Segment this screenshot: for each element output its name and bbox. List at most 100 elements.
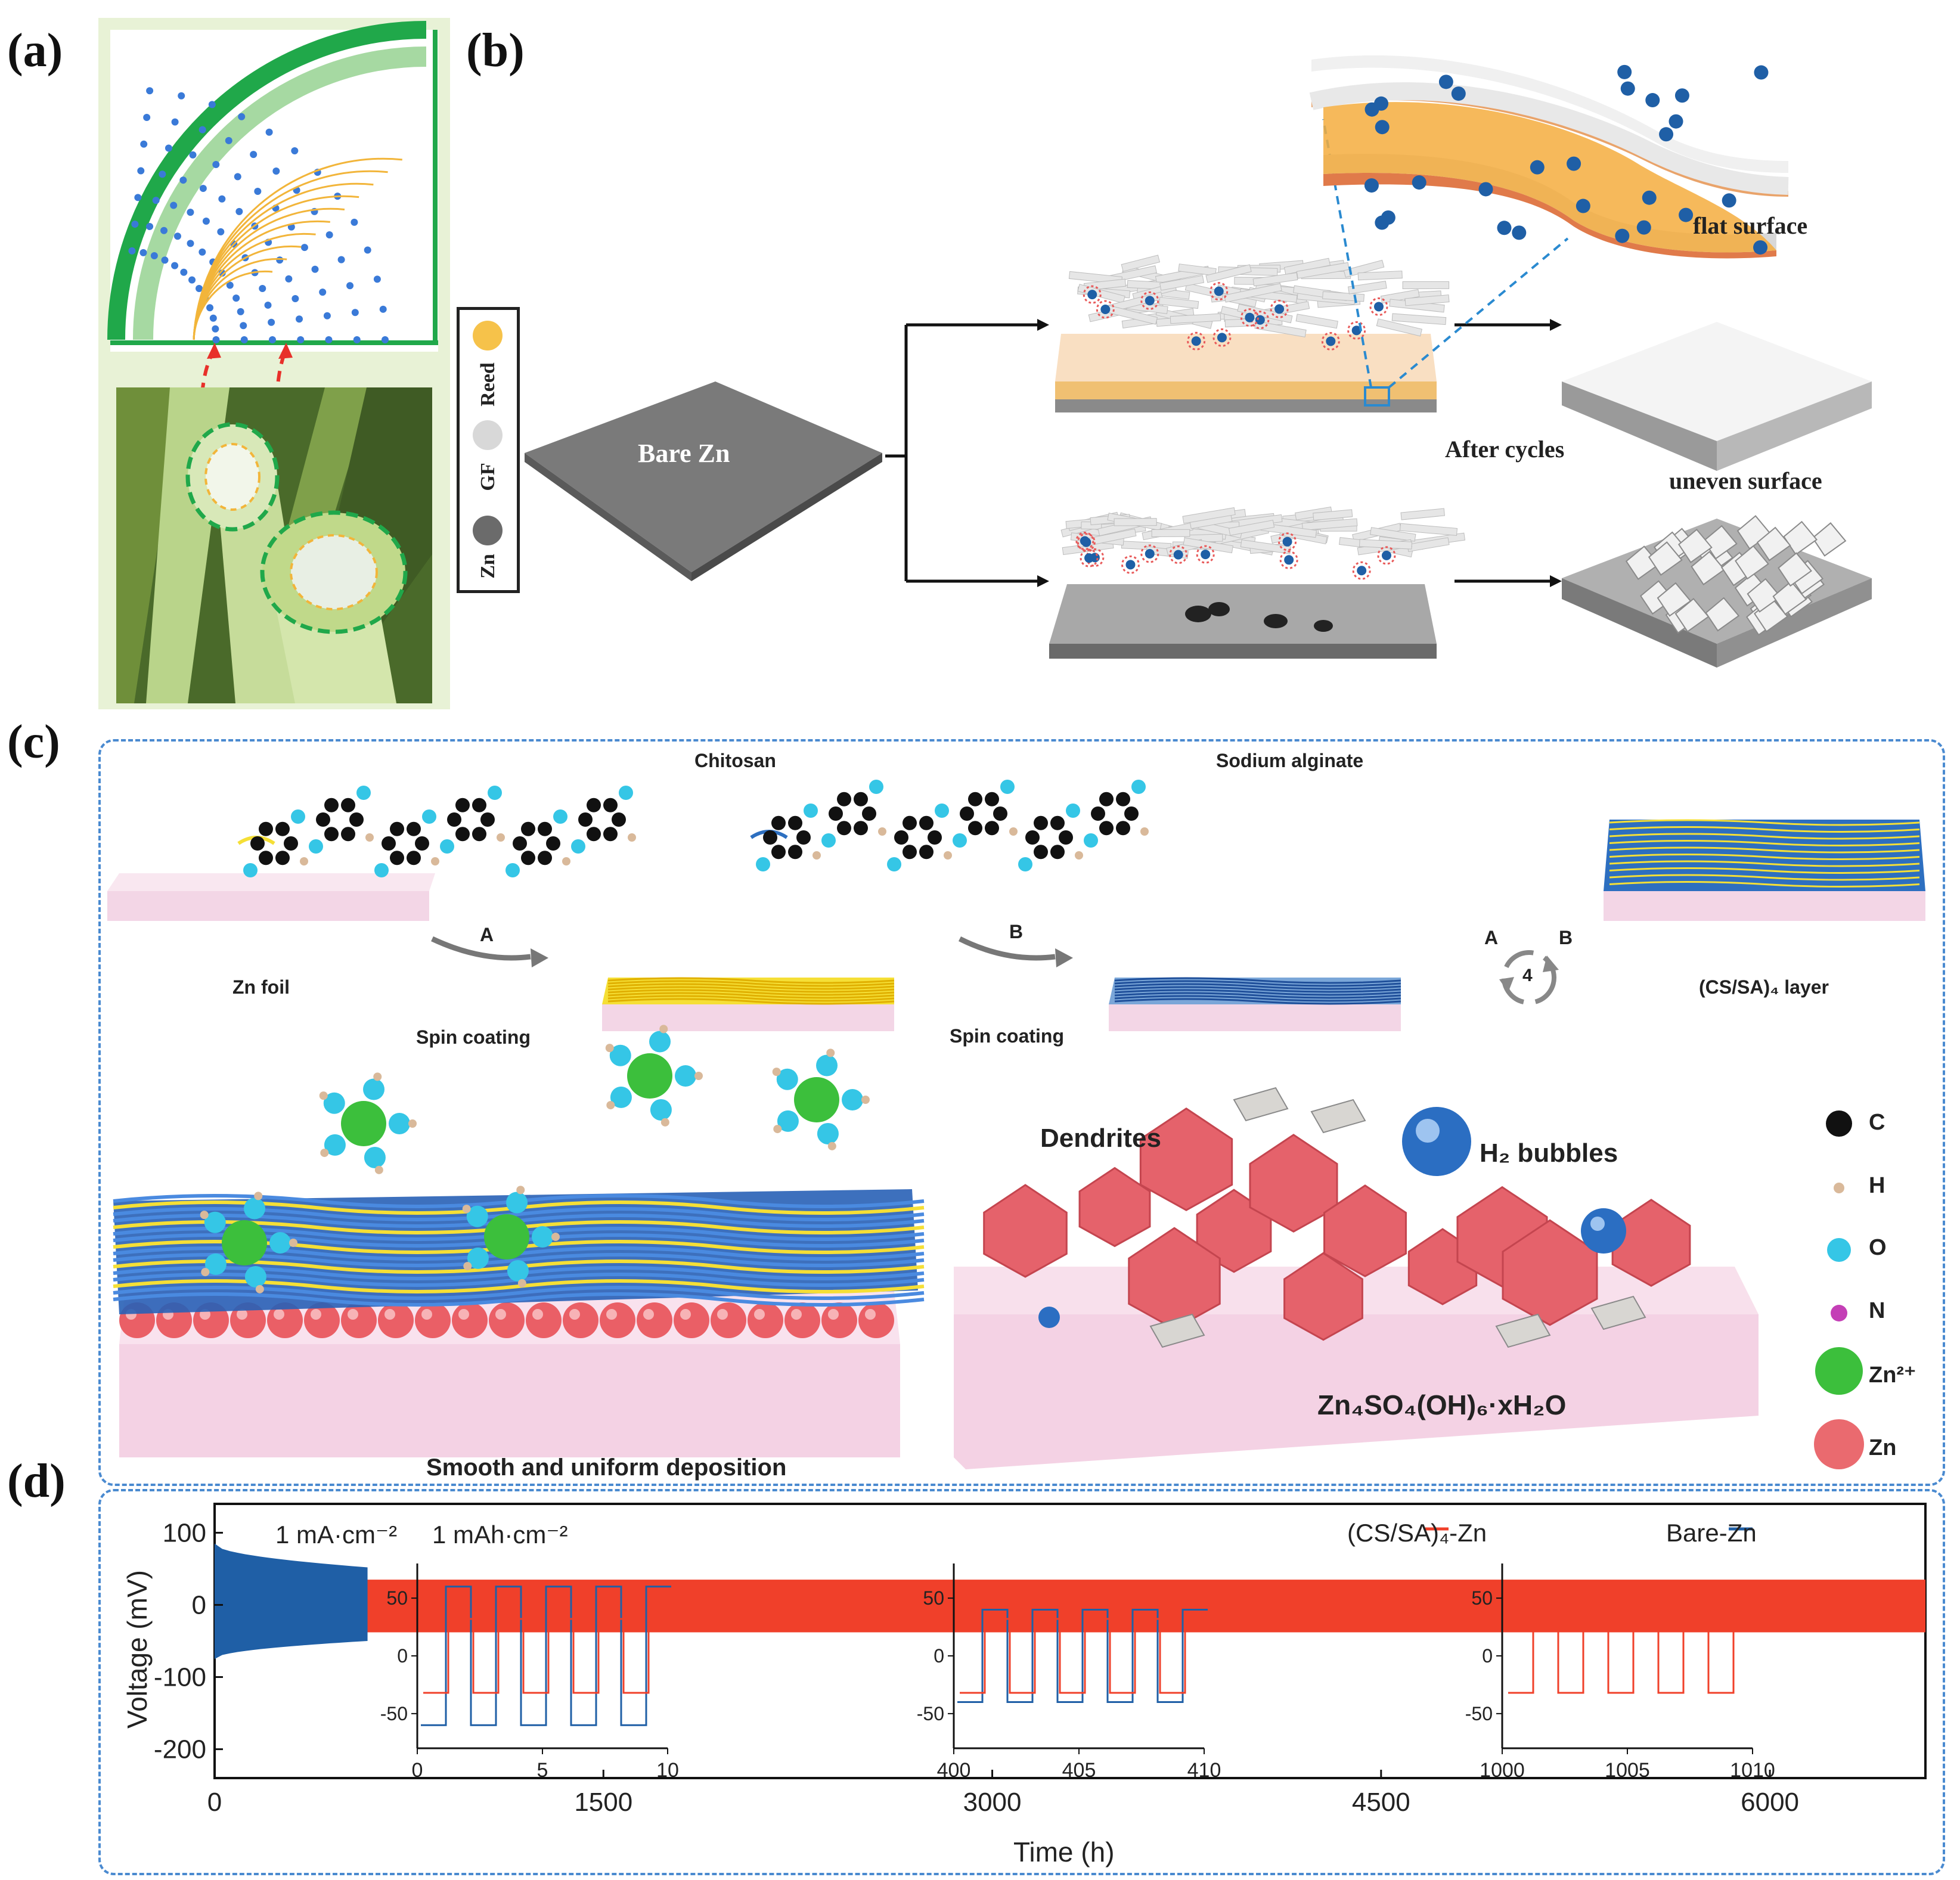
x-tick-label: 6000 bbox=[1741, 1788, 1799, 1817]
inset-y-tick-label: 50 bbox=[386, 1587, 408, 1609]
y-axis-label: Voltage (mV) bbox=[122, 1570, 153, 1729]
legend-c-label-zn: Zn bbox=[1869, 1435, 1897, 1460]
inset-y-tick-label: -50 bbox=[917, 1703, 944, 1724]
plot-frame bbox=[213, 1503, 1927, 1779]
inset-series-cs-sa bbox=[1508, 1618, 1759, 1694]
legend-dot-3 bbox=[1831, 1305, 1847, 1321]
fiber-mesh-upper bbox=[1068, 255, 1450, 350]
panel-b-illustration bbox=[525, 55, 1872, 668]
inset-x-tick-label: 400 bbox=[937, 1759, 971, 1782]
flat-surface-label: flat surface bbox=[1693, 212, 1808, 239]
bare-zn-label: Bare Zn bbox=[638, 439, 730, 468]
zn-ions bbox=[1364, 64, 1769, 255]
zn-deposits bbox=[119, 1302, 894, 1338]
legend-dot-2 bbox=[1827, 1238, 1851, 1262]
panel-b-legend: Reed GF Zn bbox=[457, 307, 520, 593]
inset-x-tick-label: 1000 bbox=[1480, 1759, 1525, 1782]
reed-cross-section bbox=[107, 21, 438, 430]
y-tick-label: 0 bbox=[192, 1590, 206, 1620]
legend-series-bare: Bare-Zn bbox=[1666, 1519, 1757, 1547]
x-tick-label: 1500 bbox=[574, 1788, 632, 1817]
layer-label: (CS/SA)₄ layer bbox=[1699, 976, 1829, 998]
inset-x-tick-label: 405 bbox=[1062, 1759, 1096, 1782]
panel-label-a: (a) bbox=[7, 24, 63, 77]
legend-c-label-zn2: Zn²⁺ bbox=[1869, 1363, 1916, 1388]
inset-x-tick-label: 5 bbox=[537, 1759, 548, 1782]
spin-coating-label-1: Spin coating bbox=[416, 1026, 531, 1048]
legend-dot-4 bbox=[1815, 1347, 1863, 1395]
multilayer-stack bbox=[1609, 819, 1920, 888]
x-tick-label: 0 bbox=[207, 1788, 222, 1817]
y-tick-label: -100 bbox=[154, 1663, 206, 1692]
cycle-icon bbox=[1499, 950, 1559, 1005]
legend-reed: Reed bbox=[477, 362, 499, 407]
inset-y-tick-label: 0 bbox=[934, 1645, 944, 1667]
reed-swatch-icon bbox=[473, 321, 503, 350]
ion-dots bbox=[128, 87, 389, 343]
inset-series-bare bbox=[421, 1586, 671, 1726]
dendrite-crystals bbox=[983, 1087, 1691, 1348]
panel-a-illustration bbox=[98, 18, 450, 709]
inset-y-tick-label: 0 bbox=[1482, 1645, 1493, 1667]
zn-foil-label: Zn foil bbox=[232, 976, 290, 998]
panel-c-illustration bbox=[107, 780, 1925, 1469]
alginate-layer bbox=[1114, 977, 1401, 1005]
legend-dot-0 bbox=[1826, 1110, 1852, 1137]
step-a-label: A bbox=[480, 924, 494, 945]
legend-c-label-c: C bbox=[1869, 1110, 1885, 1135]
legend-c-label-h: H bbox=[1869, 1173, 1885, 1198]
legend-series-cs-sa: (CS/SA)₄-Zn bbox=[1347, 1519, 1487, 1547]
fiber-mesh-lower bbox=[1060, 506, 1466, 580]
panel-label-d: (d) bbox=[7, 1455, 66, 1507]
zn-swatch-icon bbox=[473, 516, 503, 545]
legend-c-label-n: N bbox=[1869, 1298, 1885, 1323]
panel-label-b: (b) bbox=[466, 24, 525, 77]
inset-series-cs-sa bbox=[423, 1618, 674, 1694]
inset-x-tick-label: 1010 bbox=[1730, 1759, 1775, 1782]
y-tick-label: 100 bbox=[163, 1518, 206, 1547]
dendrite-cluster bbox=[1625, 515, 1847, 636]
x-tick-label: 3000 bbox=[963, 1788, 1022, 1817]
legend-dot-1 bbox=[1834, 1183, 1844, 1193]
series-bare-band bbox=[215, 1543, 368, 1659]
inset-1: 400 405 410 50 0 -50 bbox=[917, 1563, 1221, 1782]
inset-y-tick-label: 50 bbox=[923, 1587, 944, 1609]
gf-swatch-icon bbox=[473, 420, 503, 450]
inset-y-tick-label: -50 bbox=[380, 1703, 408, 1724]
cycle-b-label: B bbox=[1559, 927, 1573, 948]
series-cs-sa-band bbox=[215, 1580, 1925, 1633]
after-cycles-label: After cycles bbox=[1445, 436, 1565, 463]
chitosan-layer bbox=[607, 977, 895, 1005]
x-axis-label: Time (h) bbox=[1013, 1836, 1115, 1867]
h2-bubbles-label: H₂ bubbles bbox=[1480, 1138, 1618, 1168]
panel-c-frame bbox=[98, 739, 1945, 1486]
inset-x-tick-label: 1005 bbox=[1605, 1759, 1650, 1782]
inset-y-tick-label: -50 bbox=[1465, 1703, 1493, 1724]
cycle-count-label: 4 bbox=[1522, 966, 1533, 985]
inset-series-cs-sa bbox=[960, 1618, 1210, 1694]
atom-legend bbox=[1814, 1110, 1864, 1469]
dendrites-label: Dendrites bbox=[1040, 1124, 1161, 1153]
legend-c-label-o: O bbox=[1869, 1235, 1887, 1260]
solvated-zn-ions bbox=[200, 1025, 870, 1293]
uneven-surface-label: uneven surface bbox=[1669, 467, 1822, 494]
molecule-chains bbox=[237, 780, 1149, 877]
chitosan-label: Chitosan bbox=[694, 750, 776, 771]
fiber-lines bbox=[193, 157, 402, 340]
y-tick-label: -200 bbox=[154, 1735, 206, 1764]
inset-x-tick-label: 0 bbox=[412, 1759, 423, 1782]
legend-zn: Zn bbox=[477, 554, 499, 579]
areal-capacity-label: 1 mAh·cm⁻² bbox=[432, 1521, 568, 1549]
smooth-deposition-label: Smooth and uniform deposition bbox=[426, 1454, 787, 1481]
current-density-label: 1 mA·cm⁻² bbox=[275, 1521, 398, 1549]
inset-x-tick-label: 10 bbox=[656, 1759, 679, 1782]
x-tick-label: 4500 bbox=[1352, 1788, 1410, 1817]
inset-x-tick-label: 410 bbox=[1187, 1759, 1221, 1782]
legend-dot-5 bbox=[1814, 1419, 1864, 1469]
byproduct-label: Zn₄SO₄(OH)₆·xH₂O bbox=[1317, 1389, 1567, 1420]
inset-series-bare bbox=[957, 1609, 1208, 1703]
